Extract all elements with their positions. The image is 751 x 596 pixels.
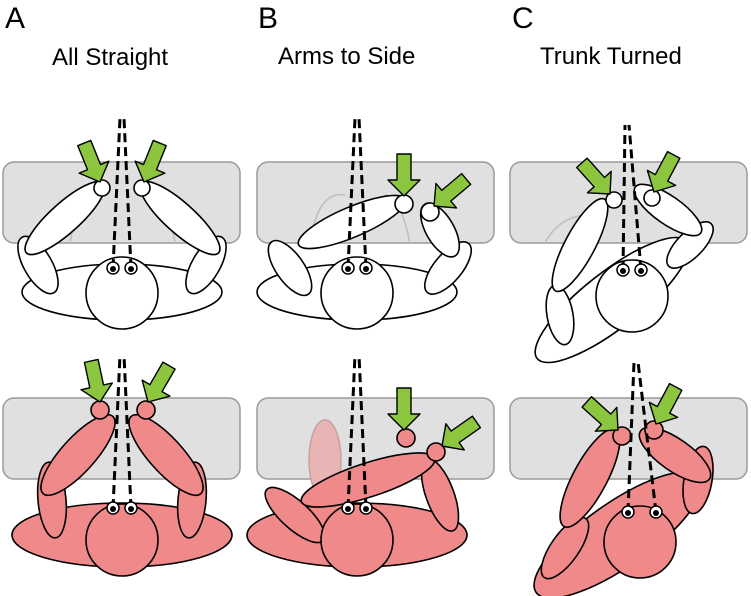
panel-c-top: [509, 124, 748, 364]
panel-a-bottom: [2, 354, 241, 577]
panel-title-a: All Straight: [52, 44, 169, 71]
panel-letter-a: A: [5, 2, 26, 35]
panel-a-top: [2, 117, 241, 330]
head-top-view: [85, 256, 159, 330]
table-surface: [2, 397, 241, 480]
panel-b-top: [256, 117, 495, 330]
panel-letter-c: C: [512, 2, 534, 35]
panel-b-bottom: [246, 354, 495, 577]
panel-letter-b: B: [258, 2, 279, 35]
panel-title-c: Trunk Turned: [540, 43, 682, 70]
panel-c-bottom: [509, 361, 748, 596]
panel-title-b: Arms to Side: [278, 43, 416, 70]
